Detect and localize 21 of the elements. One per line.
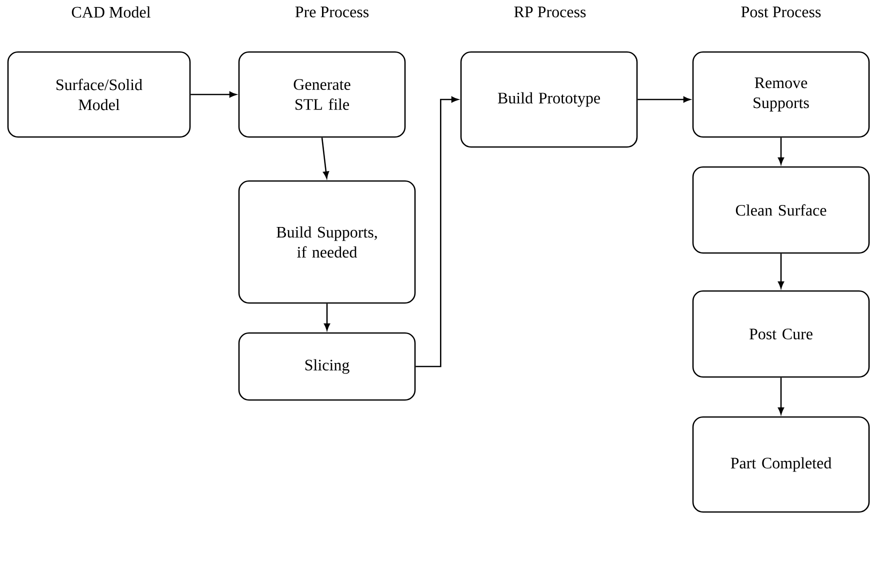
arrow: [778, 138, 784, 164]
process-box: Part Completed: [692, 416, 870, 513]
arrow: [638, 96, 690, 102]
column-heading: RP Process: [514, 6, 586, 18]
arrow: [321, 138, 330, 178]
process-box: Remove Supports: [692, 51, 870, 138]
arrow: [416, 96, 458, 368]
arrow: [190, 92, 236, 98]
process-box: Clean Surface: [692, 166, 870, 254]
process-box: Build Supports, if needed: [238, 180, 416, 304]
process-box: Build Prototype: [460, 51, 638, 148]
column-heading: Post Process: [741, 6, 821, 18]
arrow: [324, 304, 330, 330]
column-heading: CAD Model: [72, 6, 150, 18]
arrow: [778, 254, 784, 288]
process-box: Slicing: [238, 332, 416, 401]
arrow: [778, 378, 784, 414]
process-box: Generate STL file: [238, 51, 406, 138]
process-box: Post Cure: [692, 290, 870, 378]
column-heading: Pre Process: [295, 6, 369, 18]
process-box: Surface/Solid Model: [7, 51, 191, 138]
